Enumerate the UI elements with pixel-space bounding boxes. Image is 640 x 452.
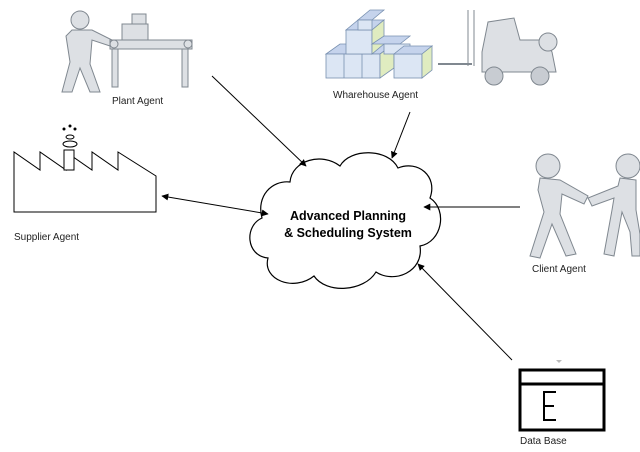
factory-icon (13, 124, 157, 213)
warehouse-agent-label: Wharehouse Agent (333, 90, 419, 101)
arrow-database-to-aps (417, 263, 513, 361)
plant-worker-icon (61, 10, 193, 93)
arrow-supplier-aps (161, 193, 269, 217)
connectors (161, 75, 520, 361)
aps-title: Advanced Planning & Scheduling System (268, 208, 428, 242)
aps-title-line2: & Scheduling System (284, 226, 412, 240)
warehouse-boxes-icon (324, 9, 434, 79)
arrow-warehouse-to-aps (391, 111, 411, 159)
plant-agent-label: Plant Agent (112, 96, 164, 107)
supplier-agent-label: Supplier Agent (14, 232, 80, 243)
handshake-figures-icon (529, 153, 640, 259)
database-icon (518, 360, 606, 432)
aps-title-line1: Advanced Planning (290, 209, 406, 223)
aps-cloud (249, 152, 442, 289)
forklift-icon (438, 10, 558, 86)
arrow-plant-to-aps (211, 75, 307, 167)
database-label: Data Base (520, 436, 567, 447)
client-agent-label: Client Agent (532, 264, 586, 275)
